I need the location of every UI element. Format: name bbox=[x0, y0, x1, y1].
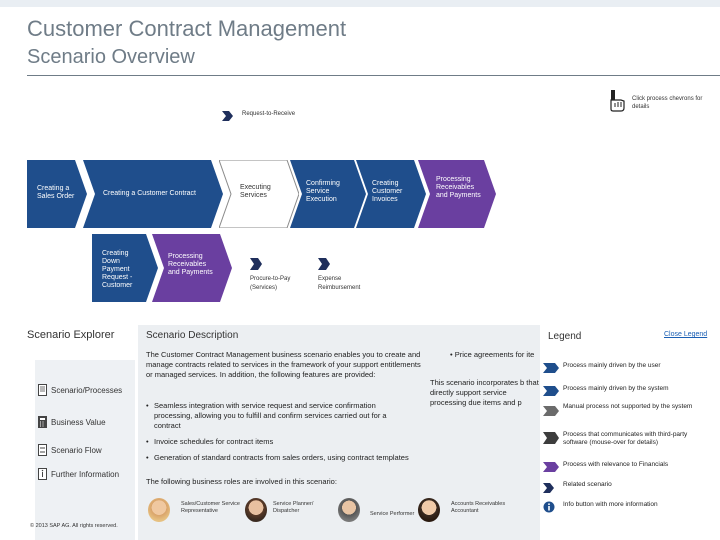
scenario-description-bullet: Seamless integration with service reques… bbox=[146, 401, 414, 431]
flow-step-sub-receivables[interactable] bbox=[152, 234, 232, 302]
related-scenario-icon[interactable] bbox=[250, 258, 264, 270]
user-process-swatch bbox=[543, 360, 559, 378]
role-name: Accounts Receivables Accountant bbox=[451, 501, 506, 514]
manual-process-swatch bbox=[543, 403, 559, 421]
calculator-icon bbox=[38, 415, 47, 429]
flow-step-processing-receivables[interactable] bbox=[418, 160, 496, 228]
close-legend-link[interactable]: Close Legend bbox=[664, 331, 708, 338]
flow-step-down-payment-label: Creating Down Payment Request - Customer bbox=[102, 250, 133, 289]
top-bar bbox=[0, 0, 720, 7]
hand-pointer-icon bbox=[610, 90, 626, 112]
title-divider bbox=[27, 75, 720, 76]
flow-step-executing-services[interactable] bbox=[218, 159, 300, 229]
copyright: © 2013 SAP AG. All rights reserved. bbox=[30, 523, 118, 529]
explorer-item-further-information[interactable]: Further Information bbox=[35, 460, 135, 488]
flow-step-processing-receivables-label: Processing Receivables and Payments bbox=[436, 176, 481, 199]
explorer-item-label: Business Value bbox=[51, 417, 106, 427]
avatar bbox=[245, 498, 267, 522]
role-name: Service Planner/ Dispatcher bbox=[273, 501, 314, 514]
legend-panel bbox=[540, 325, 720, 540]
explorer-item-business-value[interactable]: Business Value bbox=[35, 408, 135, 436]
info-icon bbox=[38, 467, 47, 481]
flow-step-customer-contract[interactable] bbox=[83, 160, 223, 228]
page-subtitle: Scenario Overview bbox=[27, 46, 195, 68]
scenario-description-bullet: Invoice schedules for contract items bbox=[146, 437, 414, 447]
page-title: Customer Contract Management bbox=[27, 16, 347, 41]
avatar bbox=[418, 498, 440, 522]
scenario-link-request-to-receive[interactable]: Request-to-Receive bbox=[242, 111, 296, 117]
roles-intro: The following business roles are involve… bbox=[146, 477, 337, 486]
explorer-item-scenario-flow[interactable]: Scenario Flow bbox=[35, 436, 135, 464]
avatar bbox=[338, 498, 360, 522]
scenario-description-title: Scenario Description bbox=[146, 330, 239, 341]
scenario-description-paragraph: This scenario incorporates b that direct… bbox=[430, 378, 539, 407]
flow-step-confirming-service[interactable] bbox=[290, 160, 366, 228]
scenario-description-intro: The Customer Contract Management busines… bbox=[146, 350, 421, 379]
flow-step-sub-receivables-label: Processing Receivables and Payments bbox=[168, 253, 213, 276]
scenario-link-expense-reimbursement[interactable]: Expense Reimbursement bbox=[318, 276, 361, 291]
flow-icon bbox=[38, 443, 47, 457]
flow-step-confirming-service-label: Confirming Service Execution bbox=[306, 180, 340, 203]
flow-step-customer-contract-label: Creating a Customer Contract bbox=[103, 190, 196, 197]
related-scenario-icon[interactable] bbox=[318, 258, 332, 270]
info-button-icon bbox=[543, 500, 555, 518]
legend-title: Legend bbox=[548, 331, 582, 342]
scenario-description-bullet: Generation of standard contracts from sa… bbox=[146, 453, 414, 463]
document-icon bbox=[38, 383, 47, 397]
related-scenario-icon bbox=[543, 480, 555, 498]
third-party-process-swatch bbox=[543, 431, 559, 449]
role-name: Sales/Customer Service Representative bbox=[181, 501, 240, 514]
scenario-link-procure-to-pay[interactable]: Procure-to-Pay (Services) bbox=[250, 276, 291, 291]
flow-step-customer-invoices[interactable] bbox=[356, 160, 426, 228]
role-name: Service Performer bbox=[370, 511, 415, 517]
related-scenario-icon[interactable] bbox=[222, 111, 234, 121]
avatar bbox=[148, 498, 170, 522]
explorer-item-label: Further Information bbox=[51, 469, 120, 479]
flow-step-customer-invoices-label: Creating Customer Invoices bbox=[372, 180, 403, 203]
financials-process-swatch bbox=[543, 459, 559, 477]
explorer-item-label: Scenario Flow bbox=[51, 445, 102, 455]
flow-step-sales-order[interactable] bbox=[27, 160, 87, 228]
scenario-explorer-title: Scenario Explorer bbox=[27, 329, 115, 341]
system-process-swatch bbox=[543, 383, 559, 401]
explorer-item-label: Scenario/Processes bbox=[51, 385, 123, 395]
scenario-explorer-panel bbox=[35, 360, 135, 540]
flow-step-executing-services-label: Executing Services bbox=[240, 184, 271, 199]
flow-step-down-payment[interactable] bbox=[92, 234, 158, 302]
hint-text: Click process chevrons for details bbox=[632, 96, 703, 110]
scenario-description-bullet: • Price agreements for ite bbox=[450, 350, 535, 359]
explorer-item-scenario-processes[interactable]: Scenario/Processes bbox=[35, 376, 135, 404]
flow-step-sales-order-label: Creating a Sales Order bbox=[37, 185, 75, 200]
